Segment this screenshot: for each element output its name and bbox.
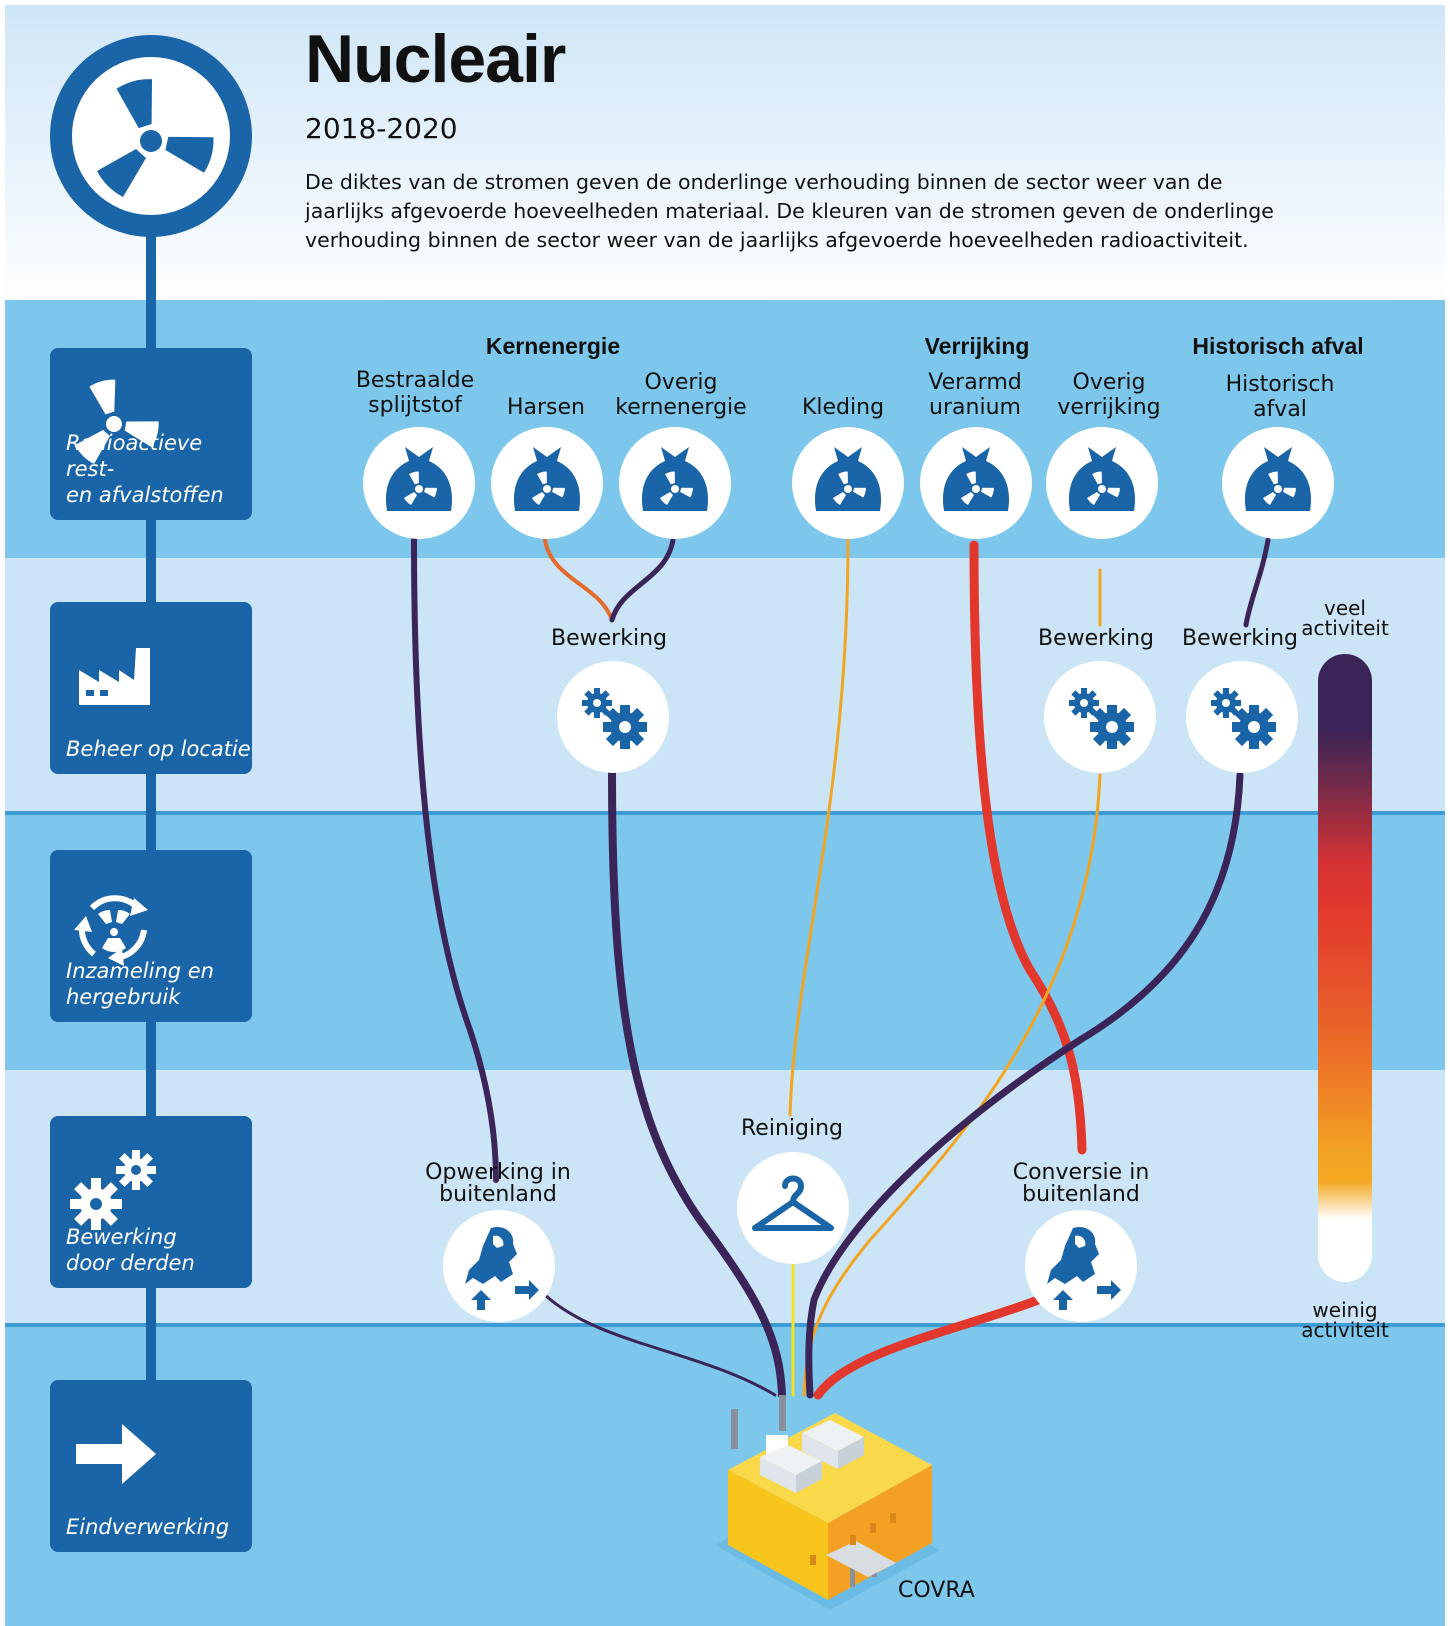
source-label-harsen: Harsen: [506, 395, 586, 420]
export-node: [1025, 1210, 1137, 1322]
waste-bag-icon: [641, 447, 709, 511]
processing-node: [1044, 661, 1156, 773]
flow-bestraalde-opwerking: [411, 537, 499, 1183]
waste-bag-node: [792, 427, 904, 539]
flow-kleding-reiniging: [788, 538, 850, 1117]
flow-verarmd-conversie: [969, 540, 1087, 1155]
stage-radioactive-waste: Radioactieve rest- en afvalstoffen: [50, 348, 252, 520]
waste-bag-icon: [1068, 447, 1136, 511]
category-historisch: Historisch afval: [1192, 333, 1364, 359]
band-divider: [5, 811, 1445, 815]
category-kernenergie: Kernenergie: [485, 333, 621, 359]
stage-third-party-processing: Bewerking door derden: [50, 1116, 252, 1288]
flow-bewerking-verr-covra: [802, 773, 1102, 1397]
waste-bag-icon: [814, 447, 882, 511]
waste-bag-node: [1046, 427, 1158, 539]
waste-bag-icon: [1244, 447, 1312, 511]
flow-historisch-bewerking: [1243, 537, 1271, 628]
stage-final-processing: Eindverwerking: [50, 1380, 252, 1552]
flow-bewerking-kern-covra: [608, 766, 786, 1399]
process-label-opwerking: Opwerking in buitenland: [425, 1160, 571, 1207]
waste-bag-node: [619, 427, 731, 539]
description: De diktes van de stromen geven de onderl…: [305, 170, 1274, 252]
waste-bag-icon: [942, 447, 1010, 511]
legend-label-low: weinig activiteit: [1301, 1298, 1389, 1342]
gears-icon: [70, 1150, 156, 1230]
source-label-overig-verr: Overig verrijking: [1057, 370, 1161, 420]
legend-label-high: veel activiteit: [1301, 596, 1389, 640]
page-title: Nucleair: [305, 21, 566, 97]
source-label-kleding: Kleding: [801, 395, 885, 420]
cleaning-node: [737, 1152, 849, 1264]
process-label-conversie: Conversie in buitenland: [1012, 1160, 1150, 1207]
netherlands-export-icon: [1047, 1226, 1121, 1310]
source-label-bestraalde: Bestraalde splijtstof: [355, 368, 475, 418]
activity-gradient-legend: [1318, 654, 1372, 1282]
recycle-icon: [74, 895, 148, 966]
waste-bag-node: [363, 427, 475, 539]
stage-label: Radioactieve rest- en afvalstoffen: [66, 431, 224, 507]
stage-label: Beheer op locatie: [66, 737, 251, 761]
stage-on-site-management: Beheer op locatie: [50, 602, 252, 774]
stage-label: Inzameling en hergebruik: [66, 959, 214, 1009]
gears-icon: [582, 688, 647, 749]
processing-node: [1186, 661, 1298, 773]
waste-bag-node: [1222, 427, 1334, 539]
gears-icon: [1211, 688, 1276, 749]
source-label-overig-kern: Overig kernenergie: [615, 370, 747, 420]
waste-bag-node: [920, 427, 1032, 539]
period-label: 2018-2020: [305, 112, 458, 145]
band-divider: [5, 1323, 1445, 1327]
process-label-reiniging: Reiniging: [741, 1116, 843, 1141]
stage-label: Bewerking door derden: [66, 1225, 195, 1275]
process-label-bewerking-hist: Bewerking: [1182, 626, 1298, 651]
gears-icon: [1069, 688, 1134, 749]
flow-conversie-covra: [813, 1295, 1043, 1400]
source-label-verarmd: Verarmd uranium: [928, 370, 1022, 420]
timeline-line: [146, 190, 156, 1460]
nuclear-logo: [50, 35, 252, 237]
processing-node: [557, 661, 669, 773]
factory-icon: [79, 648, 150, 705]
waste-bag-node: [491, 427, 603, 539]
covra-label: COVRA: [898, 1578, 975, 1603]
source-label-historisch: Historisch afval: [1225, 372, 1335, 422]
arrow-right-icon: [76, 1424, 156, 1484]
hanger-icon: [752, 1175, 834, 1231]
waste-bag-icon: [513, 447, 581, 511]
stage-collection-reuse: Inzameling en hergebruik: [50, 850, 252, 1022]
netherlands-export-icon: [465, 1226, 539, 1310]
radiation-icon: [75, 379, 159, 464]
category-verrijking: Verrijking: [924, 333, 1030, 359]
covra-building-icon: [715, 1395, 940, 1610]
flow-harsen-bewerking: [543, 538, 614, 622]
stage-label: Eindverwerking: [66, 1515, 230, 1539]
flow-overig-kern-bewerking: [609, 537, 676, 623]
flow-bewerking-hist-covra: [805, 771, 1244, 1399]
process-label-bewerking-verr: Bewerking: [1038, 626, 1154, 651]
export-node: [443, 1210, 555, 1322]
radiation-icon: [97, 79, 214, 197]
process-label-bewerking-kern: Bewerking: [551, 626, 667, 651]
flow-opwerking-covra: [543, 1293, 777, 1397]
waste-bag-icon: [385, 447, 453, 511]
